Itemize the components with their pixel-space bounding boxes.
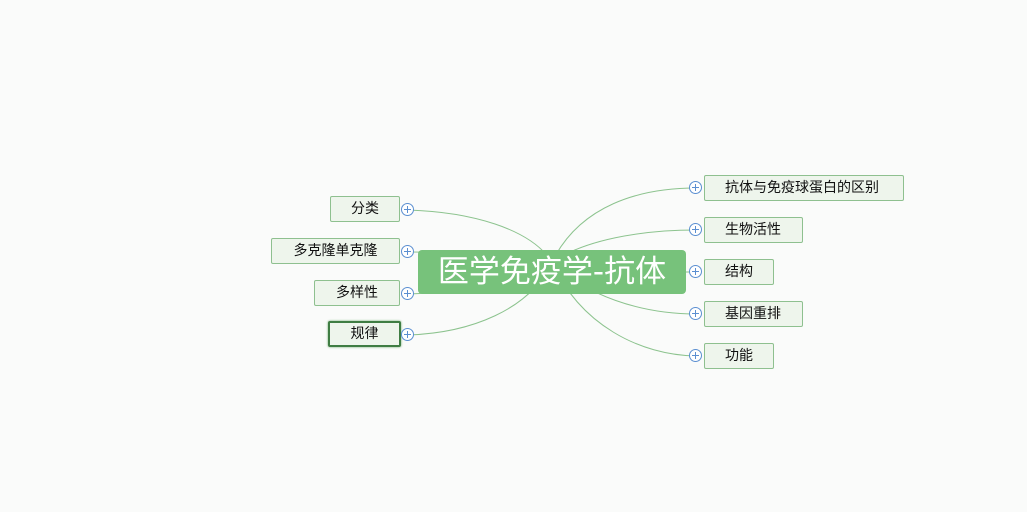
topic-duoyangxing[interactable]: 多样性 — [314, 280, 400, 306]
plus-circle-icon[interactable] — [401, 287, 414, 300]
plus-circle-icon[interactable] — [689, 265, 702, 278]
central-topic[interactable]: 医学免疫学-抗体 — [418, 250, 686, 294]
plus-circle-icon[interactable] — [401, 328, 414, 341]
plus-circle-icon[interactable] — [689, 181, 702, 194]
topic-jiegou[interactable]: 结构 — [704, 259, 774, 285]
topic-kangti-mianyiqiudanbai-qubie[interactable]: 抗体与免疫球蛋白的区别 — [704, 175, 904, 201]
connector-right-0 — [551, 187, 697, 263]
plus-circle-icon[interactable] — [401, 245, 414, 258]
topic-shengwu-huoxing[interactable]: 生物活性 — [704, 217, 803, 243]
plus-circle-icon[interactable] — [689, 223, 702, 236]
topic-guilv[interactable]: 规律 — [328, 321, 401, 347]
topic-duokelong-dankelong[interactable]: 多克隆单克隆 — [271, 238, 400, 264]
topic-gongneng[interactable]: 功能 — [704, 343, 774, 369]
plus-circle-icon[interactable] — [401, 203, 414, 216]
topic-jiyin-chongpai[interactable]: 基因重排 — [704, 301, 803, 327]
topic-fenlei[interactable]: 分类 — [330, 196, 400, 222]
plus-circle-icon[interactable] — [689, 307, 702, 320]
plus-circle-icon[interactable] — [689, 349, 702, 362]
